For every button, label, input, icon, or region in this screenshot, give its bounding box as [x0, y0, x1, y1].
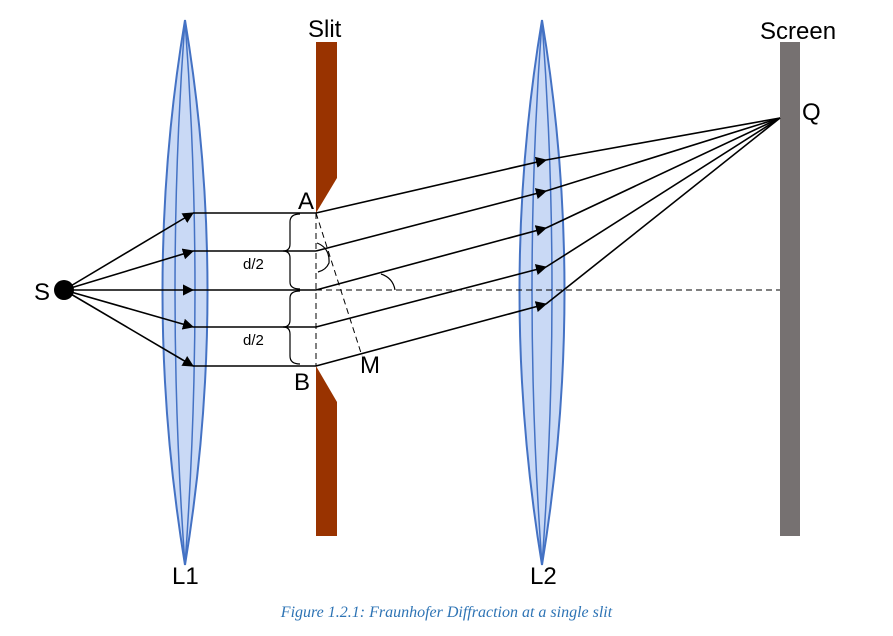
incident-rays	[63, 212, 195, 367]
point-m-label: M	[360, 352, 380, 379]
half-width-lower-label: d/2	[243, 332, 264, 349]
source-label: S	[34, 279, 50, 306]
lens-l1-label: L1	[172, 563, 199, 590]
slit	[316, 42, 337, 536]
lens-l1	[161, 19, 209, 566]
point-a-label: A	[298, 188, 314, 215]
screen	[780, 42, 800, 536]
point-b-label: B	[294, 369, 310, 396]
slit-label: Slit	[308, 16, 342, 43]
source-point	[54, 280, 74, 300]
lens-l2	[518, 19, 566, 566]
diffracted-rays	[315, 156, 548, 367]
parallel-rays	[193, 212, 316, 367]
point-q-label: Q	[802, 99, 821, 126]
screen-label: Screen	[760, 18, 836, 45]
figure-caption: Figure 1.2.1: Fraunhofer Diffraction at …	[280, 604, 613, 621]
converging-rays	[545, 117, 781, 305]
braces	[282, 213, 301, 365]
angle-arcs	[316, 242, 396, 291]
lens-l2-label: L2	[530, 563, 557, 590]
half-width-upper-label: d/2	[243, 256, 264, 273]
